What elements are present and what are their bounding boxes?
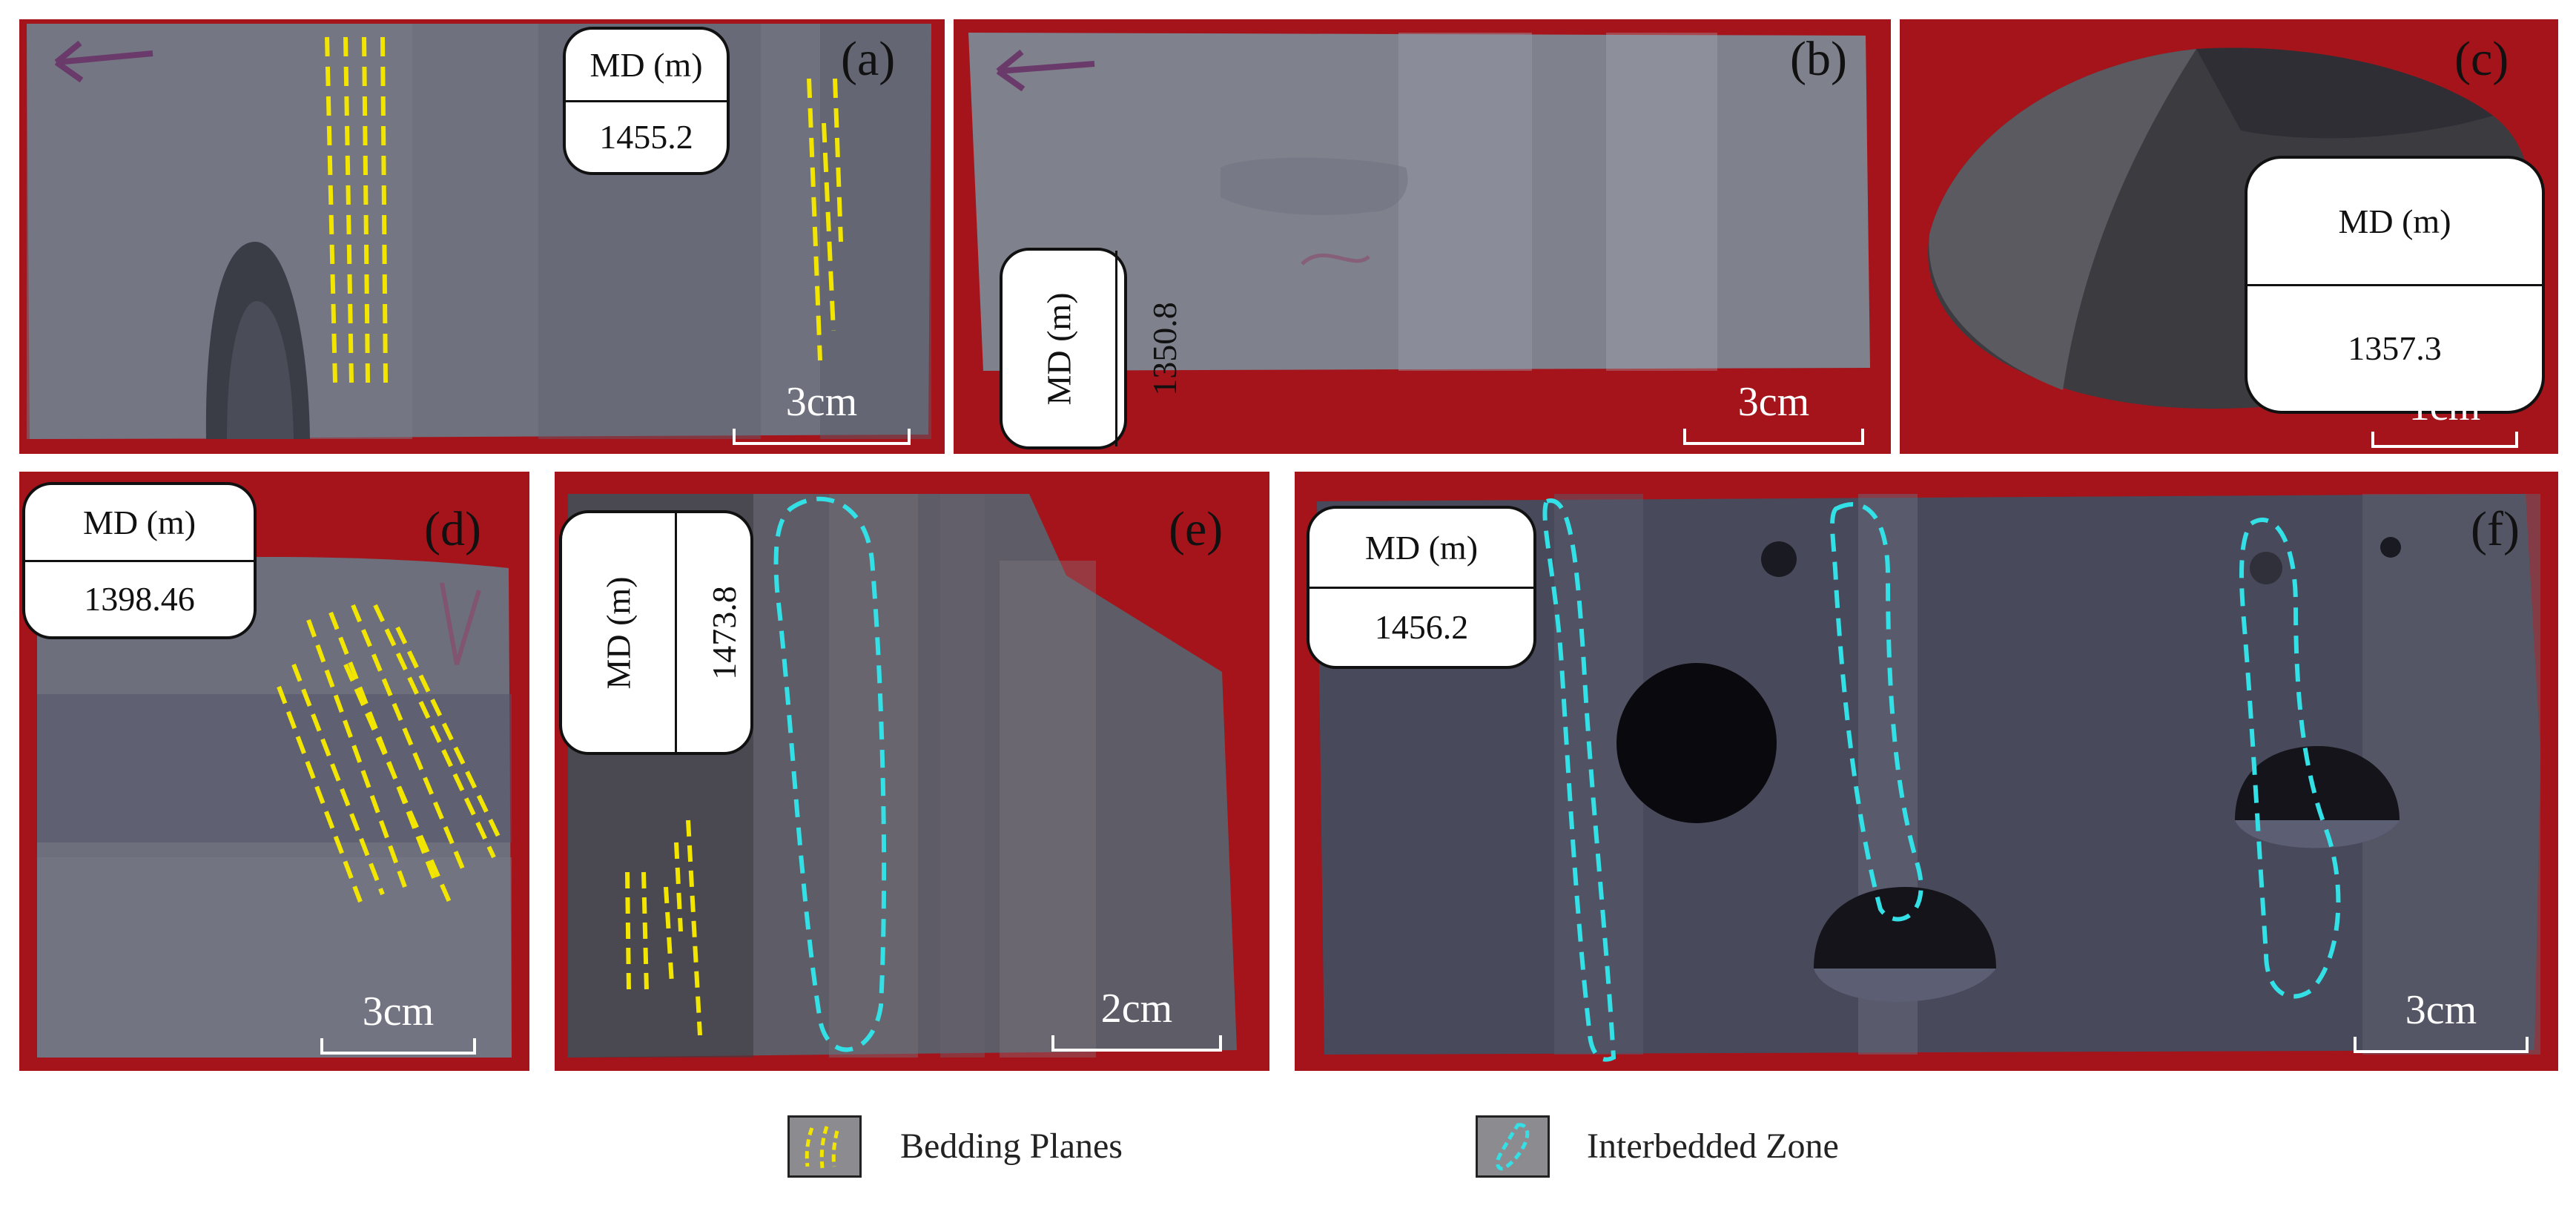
scale-line-a: [733, 429, 911, 445]
panel-e: MD (m) 1473.8 (e) 2cm: [555, 472, 1269, 1071]
md-box-e: MD (m) 1473.8: [559, 510, 753, 755]
scale-line-f: [2354, 1037, 2529, 1053]
legend: Bedding Planes Interbedded Zone: [0, 1083, 2576, 1209]
panel-a-photo: [19, 19, 945, 454]
md-value-a: 1455.2: [599, 118, 693, 156]
md-label-a: MD (m): [566, 30, 727, 102]
scale-bar-c: 1cm: [2371, 383, 2518, 448]
panel-b: MD (m) 1350.8 (b) 3cm: [954, 19, 1891, 454]
panel-letter-b: (b): [1790, 32, 1847, 86]
md-box-c: MD (m) 1357.3: [2245, 156, 2545, 414]
md-box-a: MD (m) 1455.2: [563, 27, 730, 175]
scale-bar-a: 3cm: [733, 378, 911, 445]
panel-b-photo: [954, 19, 1891, 454]
panel-a: MD (m) 1455.2 (a) 3cm: [19, 19, 945, 454]
md-value-c: 1357.3: [2348, 329, 2442, 368]
md-box-d: MD (m) 1398.46: [22, 482, 257, 639]
md-value-b: 1350.8: [1145, 301, 1183, 396]
md-value-d: 1398.46: [84, 580, 195, 618]
md-label-e: MD (m): [562, 513, 678, 752]
scale-bar-f: 3cm: [2354, 986, 2529, 1053]
scale-label-b: 3cm: [1737, 379, 1810, 425]
legend-label-interbedded-zone: Interbedded Zone: [1587, 1126, 1839, 1166]
scale-line-e: [1051, 1035, 1222, 1052]
md-box-f: MD (m) 1456.2: [1307, 506, 1536, 669]
md-label-b: MD (m): [1003, 251, 1118, 446]
panel-letter-d: (d): [424, 502, 481, 556]
md-value-f: 1456.2: [1374, 608, 1469, 647]
bedding-planes-icon-graphic: [805, 1126, 839, 1169]
scale-label-f: 3cm: [2405, 987, 2477, 1033]
scale-label-e: 2cm: [1100, 986, 1173, 1032]
panel-letter-c: (c): [2454, 32, 2509, 86]
panel-d: MD (m) 1398.46 (d) 3cm: [19, 472, 529, 1071]
md-box-b: MD (m) 1350.8: [1000, 248, 1183, 449]
panel-c: MD (m) 1357.3 (c) 1cm: [1900, 19, 2558, 454]
scale-label-c: 1cm: [2408, 383, 2481, 429]
interbedded-zone-icon-graphic: [1496, 1123, 1530, 1171]
scale-line-b: [1683, 429, 1864, 445]
scale-label-a: 3cm: [785, 379, 858, 425]
panel-letter-a: (a): [841, 32, 896, 86]
md-label-c: MD (m): [2248, 159, 2542, 286]
panel-letter-e: (e): [1169, 502, 1223, 556]
md-label-d: MD (m): [25, 485, 254, 562]
md-label-f: MD (m): [1310, 509, 1533, 589]
yellow-dashed-lines-icon: [787, 1115, 862, 1178]
md-value-e: 1473.8: [704, 585, 743, 680]
panel-f: MD (m) 1456.2 (f) 3cm: [1295, 472, 2558, 1071]
panel-letter-f: (f): [2471, 502, 2520, 556]
scale-bar-b: 3cm: [1683, 378, 1864, 445]
legend-label-bedding-planes: Bedding Planes: [900, 1126, 1123, 1166]
scale-bar-d: 3cm: [320, 988, 476, 1055]
scale-line-d: [320, 1038, 476, 1055]
scale-label-d: 3cm: [362, 989, 435, 1035]
scale-bar-e: 2cm: [1051, 985, 1222, 1052]
scale-line-c: [2371, 432, 2518, 448]
cyan-dashed-loop-icon: [1476, 1115, 1550, 1178]
